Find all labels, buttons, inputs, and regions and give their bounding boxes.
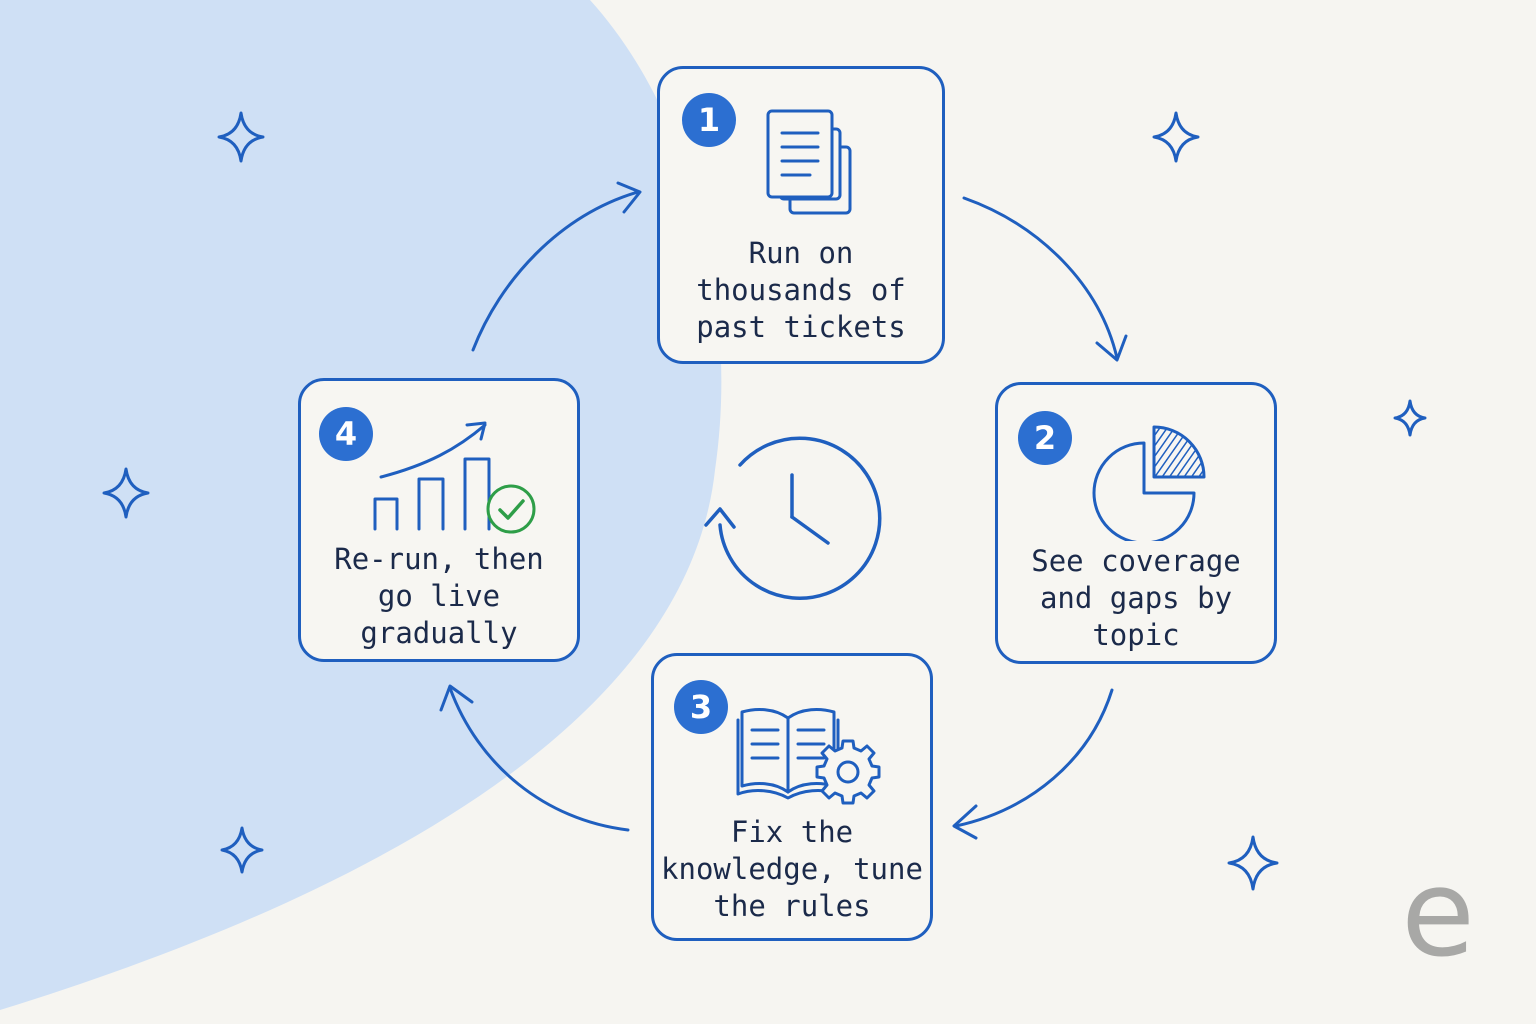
step-1-label: Run on thousands of past tickets <box>696 236 906 344</box>
clock-refresh-icon <box>704 436 882 600</box>
step-3-card: 3 Fix the knowledge, tune the rules <box>651 653 933 941</box>
step-4-label: Re-run, then go live gradually <box>334 542 544 650</box>
arrow-3-to-4 <box>448 686 630 832</box>
arrow-4-to-1-head <box>616 181 642 214</box>
sparkle-icon <box>1152 111 1200 163</box>
arrow-2-to-3-head <box>952 804 978 840</box>
pie-chart-icon <box>1092 425 1206 541</box>
step-3-badge: 3 <box>674 680 728 734</box>
documents-icon <box>766 109 852 215</box>
step-1-card: 1 Run on thousands of past tickets <box>657 66 945 364</box>
step-4-badge: 4 <box>319 407 373 461</box>
arrow-4-to-1 <box>471 190 640 352</box>
sparkle-icon <box>1227 835 1279 891</box>
step-3-label: Fix the knowledge, tune the rules <box>661 815 923 923</box>
step-2-badge: 2 <box>1018 411 1072 465</box>
arrow-3-to-4-head <box>439 684 474 712</box>
sparkle-icon <box>217 111 265 163</box>
book-gear-icon <box>736 708 881 805</box>
step-2-card: 2 See coverage and gaps by topic <box>995 382 1277 664</box>
sparkle-icon <box>1393 399 1427 437</box>
growth-chart-check-icon <box>373 421 536 534</box>
sparkle-icon <box>102 467 150 519</box>
arrow-1-to-2-head <box>1095 334 1128 362</box>
step-4-card: 4 Re-run, then go live gradually <box>298 378 580 662</box>
brand-logo: e <box>1401 845 1475 984</box>
step-1-badge: 1 <box>682 93 736 147</box>
sparkle-icon <box>220 826 264 874</box>
arrow-2-to-3 <box>954 688 1114 828</box>
arrow-1-to-2 <box>962 196 1119 360</box>
step-2-label: See coverage and gaps by topic <box>1031 544 1241 652</box>
